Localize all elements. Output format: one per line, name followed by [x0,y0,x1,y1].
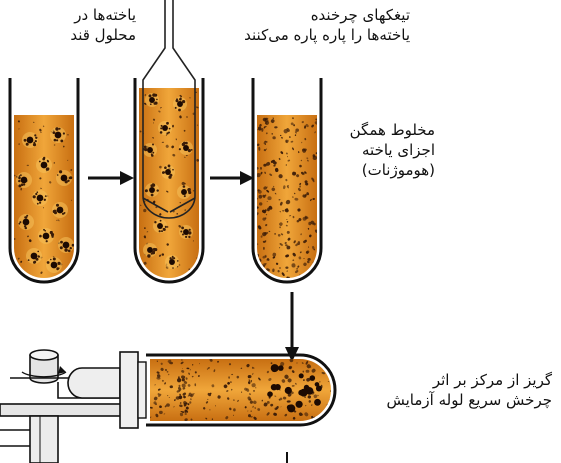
arrow-down-icon [285,292,299,362]
test-tube-homogenate [253,78,321,282]
arrow-icon [210,171,254,185]
test-tube-blender [135,0,203,282]
label-rotating-blades: تیغکهای چرخنده یاخته‌ها را پاره پاره می‌… [210,5,410,45]
test-tube-cells [10,78,78,282]
centrifuge-rotor-icon [0,350,337,463]
label-centrifugal: گریز از مرکز بر اثر چرخش سریع لوله آزمای… [340,370,552,410]
label-homogenate: مخلوط همگن اجزای یاخته (هوموژنات) [330,120,435,180]
arrow-icon [88,171,134,185]
label-cells-in-sugar: یاخته‌ها در محلول قند [36,5,136,45]
